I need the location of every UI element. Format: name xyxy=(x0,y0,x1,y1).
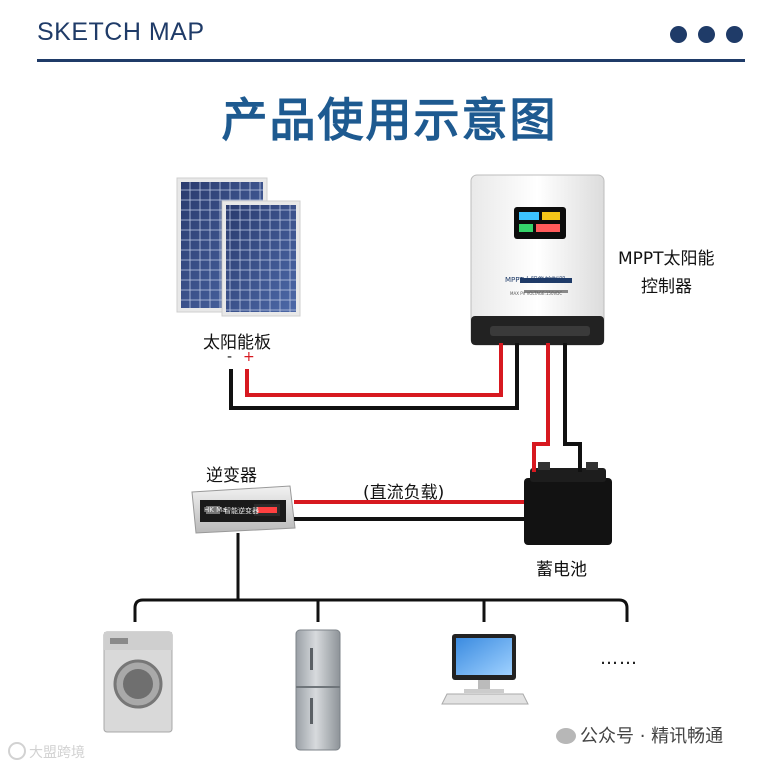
wire-negative-solar xyxy=(229,343,519,410)
inverter-brand: HK Ma xyxy=(204,506,227,514)
wechat-icon xyxy=(556,728,576,744)
ac-distribution-lines xyxy=(133,533,629,622)
header-divider xyxy=(37,59,745,62)
controller-label-line1: MPPT太阳能 xyxy=(618,249,715,269)
inverter-label: 逆变器 xyxy=(206,466,257,486)
watermark-logo-icon xyxy=(8,742,26,760)
battery-label: 蓄电池 xyxy=(536,560,587,580)
watermark-right: 公众号 · 精讯畅通 xyxy=(556,722,723,748)
dot-icon xyxy=(670,26,687,43)
controller-label-line2: 控制器 xyxy=(641,277,692,297)
washing-machine-icon xyxy=(103,631,173,733)
polarity-minus-label: - xyxy=(227,349,233,365)
mppt-controller-icon xyxy=(470,174,605,346)
computer-icon xyxy=(441,634,529,705)
dc-load-label: (直流负载) xyxy=(363,483,445,503)
watermark-left: 大盟跨境 xyxy=(8,742,85,762)
header-title: SKETCH MAP xyxy=(37,18,205,46)
wire-positive-battery xyxy=(532,343,550,472)
wire-negative-battery xyxy=(563,343,582,472)
controller-device-subtext: MAX PV VOLTAGE:150VDC xyxy=(510,291,563,296)
solar-panel-label: 太阳能板 xyxy=(203,333,271,353)
controller-device-text: MPPT太阳能控制器 xyxy=(505,276,566,284)
more-loads-label: …… xyxy=(600,648,638,669)
inverter-device-text: 智能逆变器 xyxy=(224,507,259,515)
dot-icon xyxy=(726,26,743,43)
refrigerator-icon xyxy=(295,629,341,751)
dot-icon xyxy=(698,26,715,43)
solar-panel-icon xyxy=(176,177,301,317)
wire-positive-solar xyxy=(245,343,503,397)
polarity-plus-label: + xyxy=(243,349,255,365)
main-title: 产品使用示意图 xyxy=(221,93,558,147)
inverter-icon xyxy=(191,485,296,534)
header-dots xyxy=(670,26,743,43)
battery-icon xyxy=(524,462,612,545)
